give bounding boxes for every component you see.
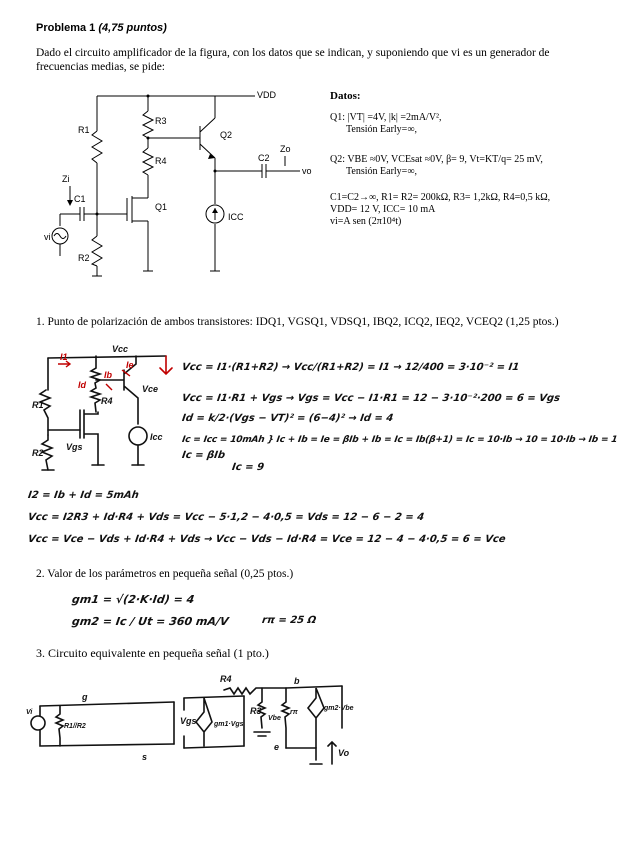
ss-gm1vgs: gm1·Vgs [213, 721, 244, 728]
problem-intro: Dado el circuito amplificador de la figu… [36, 47, 550, 73]
problem-number: Problema 1 [36, 22, 96, 34]
hand-line-4: Ic = Icc = 10mAh } Ic + Ib = Ie = βIb + … [181, 435, 618, 445]
datos-components: C1=C2→∞, R1= R2= 200kΩ, R3= 1,2kΩ, R4=0,… [330, 192, 570, 228]
label-q2: Q2 [220, 130, 232, 140]
datos-q2: Q2: VBE ≈0V, VCEsat ≈0V, β= 9, Vt=KT/q= … [330, 154, 570, 178]
sketch-vcc: Vcc [112, 344, 128, 354]
problem-points: (4,75 puntos) [98, 22, 167, 34]
hand-line-2: Vcc = I1·R1 + Vgs → Vgs = Vcc − I1·R1 = … [181, 393, 561, 404]
hand-line-6: Ic = 9 [231, 462, 265, 473]
label-vdd: VDD [257, 90, 277, 100]
datos-q2-line1: Q2: VBE ≈0V, VCEsat ≈0V, β= 9, Vt=KT/q= … [330, 154, 543, 165]
datos-c-line: C1=C2→∞, R1= R2= 200kΩ, R3= 1,2kΩ, R4=0,… [330, 192, 551, 203]
label-c1: C1 [74, 194, 86, 204]
label-vi: vi [44, 232, 51, 242]
ss-vgs: Vgs [180, 716, 197, 726]
hand-rpi: rπ = 25 Ω [261, 615, 317, 626]
ss-r3: R3 [250, 706, 262, 716]
ss-r4: R4 [220, 674, 232, 684]
hand-line-9: Vcc = Vce − Vds + Id·R4 + Vds → Vcc − Vd… [27, 534, 507, 545]
ss-vi: Vi [26, 709, 33, 716]
sketch-ib: Ib [104, 370, 113, 380]
ss-node-b: b [294, 676, 300, 686]
problem-title: Problema 1 (4,75 puntos) [36, 22, 167, 34]
ss-vo: Vo [338, 748, 350, 758]
sketch-icc: Icc [150, 432, 163, 442]
question-3: 3. Circuito equivalente en pequeña señal… [36, 646, 269, 660]
sketch-r4: R4 [101, 396, 113, 406]
ss-vbe: Vbe [268, 715, 281, 722]
hand-line-5: Ic = βIb [181, 450, 226, 461]
label-r4: R4 [155, 156, 167, 166]
hand-line-8: Vcc = I2R3 + Id·R4 + Vds = Vcc − 5·1,2 −… [27, 512, 425, 523]
ss-node-g: g [81, 692, 88, 702]
label-c2: C2 [258, 153, 270, 163]
label-r3: R3 [155, 116, 167, 126]
sketch-id: Id [78, 380, 87, 390]
label-zi: Zi [62, 174, 70, 184]
datos-q1-line1: Q1: |VT| =4V, |k| =2mA/V², [330, 112, 442, 123]
hand-gm1: gm1 = √(2·K·Id) = 4 [71, 593, 196, 606]
sketch-ie: Ie [126, 360, 134, 370]
ss-gm2vbe: gm2·Vbe [323, 705, 354, 712]
sketch-i1: I1 [60, 352, 68, 362]
sketch-vgs: Vgs [66, 442, 83, 452]
ss-node-s: s [142, 752, 147, 762]
question-2: 2. Valor de los parámetros en pequeña se… [36, 568, 294, 580]
datos-q2-line2: Tensión Early=∞, [346, 166, 417, 177]
hand-line-7: I2 = Ib + Id = 5mAh [27, 490, 140, 501]
ss-rpi: rπ [290, 709, 299, 716]
label-vo: vo [302, 166, 312, 176]
label-r2: R2 [78, 253, 90, 263]
datos-q1: Q1: |VT| =4V, |k| =2mA/V², Tensión Early… [330, 112, 570, 136]
sketch-r2: R2 [32, 448, 44, 458]
ss-r1r2: R1//R2 [64, 723, 86, 730]
label-q1: Q1 [155, 202, 167, 212]
hand-gm2: gm2 = Ic / Ut = 360 mA/V [71, 615, 230, 628]
label-zo: Zo [280, 144, 291, 154]
datos-vdd-line: VDD= 12 V, ICC= 10 mA [330, 204, 436, 215]
datos-q1-line2: Tensión Early=∞, [346, 124, 417, 135]
small-signal-equivalent-sketch: g s b e R4 R3 Vgs gm1·Vgs Vbe rπ gm2·Vbe… [26, 674, 354, 765]
amplifier-circuit-diagram: VDD R1 R3 R4 R2 Q1 Q2 Zi Zo C1 C2 vi vo … [44, 90, 312, 277]
ss-node-e: e [274, 742, 279, 752]
datos-vi-line: vi=A sen (2π10⁴t) [330, 216, 402, 227]
sketch-r1: R1 [32, 400, 44, 410]
bias-circuit-sketch: Vcc I1 Ib Id Ie R1 R2 R4 Vce Vgs Icc [32, 344, 173, 471]
label-r1: R1 [78, 125, 90, 135]
sketch-vce: Vce [142, 384, 158, 394]
hand-line-3: Id = k/2·(Vgs − VT)² = (6−4)² → Id = 4 [181, 413, 395, 424]
datos-title: Datos: [330, 90, 361, 102]
label-icc: ICC [228, 212, 244, 222]
question-1: 1. Punto de polarización de ambos transi… [36, 316, 559, 328]
hand-line-1: Vcc = I1·(R1+R2) → Vcc/(R1+R2) = I1 → 12… [181, 362, 520, 373]
